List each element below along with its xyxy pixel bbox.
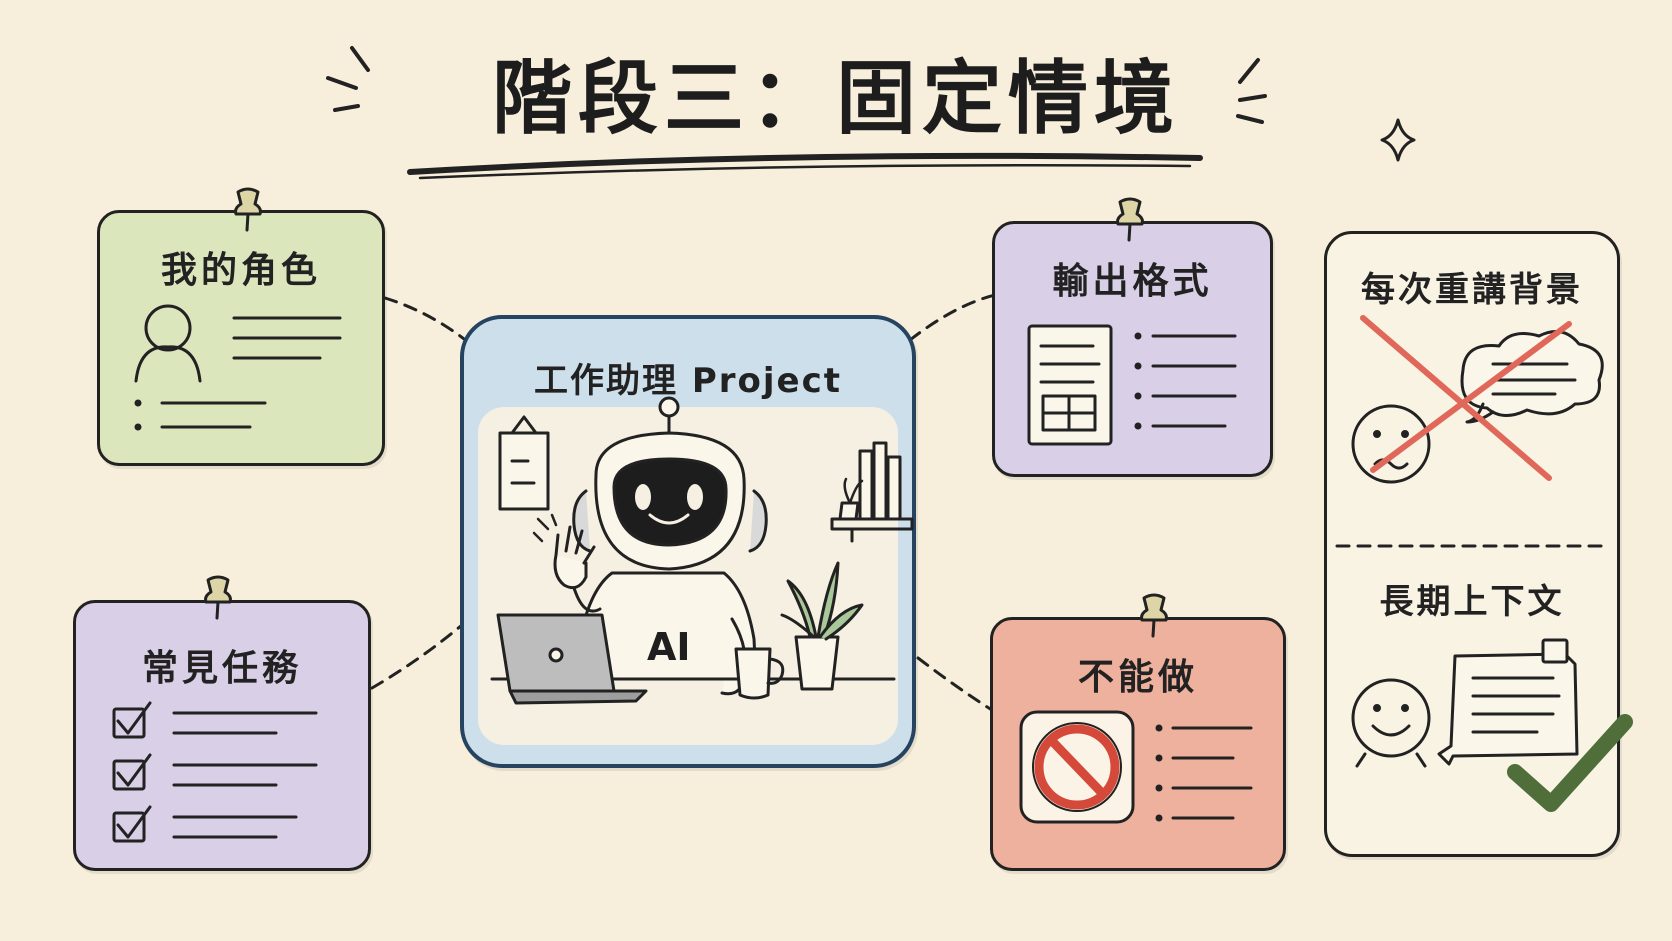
happy-face-icon: [1351, 678, 1431, 768]
format-card-illustration: [1027, 324, 1237, 446]
format-card: 輸出格式: [992, 221, 1273, 477]
bookshelf-icon: [830, 441, 914, 543]
pushpin-icon: [204, 575, 232, 620]
sad-face-icon: [1351, 404, 1431, 484]
cross-icon: [1360, 315, 1572, 481]
comparison-panel: 每次重講背景 長期上下文: [1324, 231, 1633, 857]
dont-card: 不能做: [990, 617, 1286, 871]
checkmark-icon: [1507, 714, 1633, 812]
wall-note-icon: [498, 415, 550, 511]
tasks-card-illustration: [112, 701, 318, 843]
role-card-title: 我的角色: [160, 250, 321, 291]
tasks-card-title: 常見任務: [141, 648, 302, 689]
format-card-title: 輸出格式: [1052, 261, 1213, 302]
checkbox-icon: [112, 805, 152, 843]
pushpin-icon: [1140, 593, 1168, 638]
laptop-icon: [496, 613, 648, 705]
coffee-mug-icon: [734, 647, 785, 700]
tasks-card: 常見任務: [73, 600, 371, 871]
waving-hand-icon: [553, 525, 596, 590]
role-card-illustration: [134, 304, 342, 431]
pushpin-icon: [234, 187, 262, 232]
context-document-icon: [1437, 638, 1579, 766]
checkbox-icon: [112, 753, 152, 791]
thought-bubble-icon: [1460, 330, 1604, 424]
comparison-illustration: [1335, 315, 1633, 812]
pushpin-icon: [1116, 197, 1144, 242]
project-title: 工作助理 Project: [533, 361, 842, 401]
role-card: 我的角色: [97, 210, 385, 466]
dont-card-title: 不能做: [1077, 657, 1198, 698]
compare-bad-title: 每次重講背景: [1361, 270, 1583, 310]
robot-workspace-illustration: [478, 396, 914, 745]
sparkle-icon: [1380, 118, 1416, 162]
dont-card-illustration: [1019, 710, 1253, 824]
prohibited-icon: [1019, 710, 1135, 824]
project-panel: 工作助理 Project: [460, 315, 916, 768]
page-title: 階段三：固定情境: [492, 52, 1180, 145]
document-table-icon: [1027, 324, 1113, 446]
checkbox-icon: [112, 701, 152, 739]
person-icon: [134, 304, 202, 383]
robot-ai-label: AI: [647, 625, 691, 669]
potted-plant-icon: [780, 561, 864, 691]
compare-good-title: 長期上下文: [1379, 582, 1565, 622]
